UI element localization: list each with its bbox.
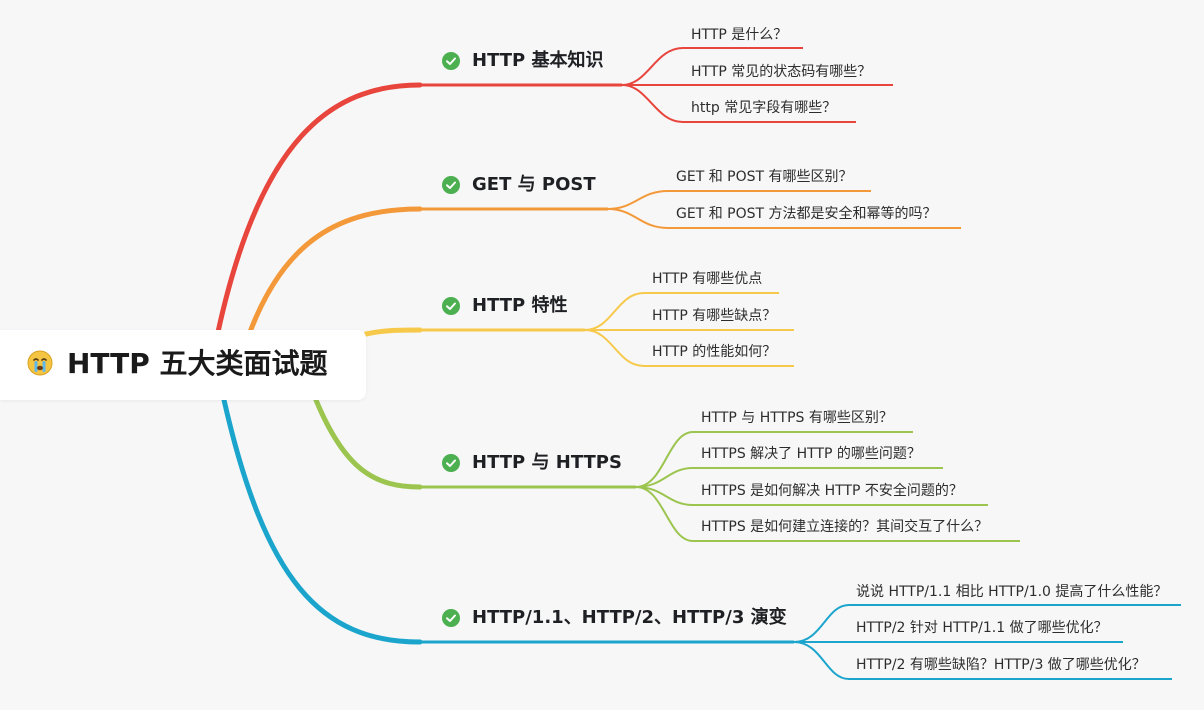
leaf-connector: [635, 486, 1020, 542]
leaf-item[interactable]: HTTP/2 针对 HTTP/1.1 做了哪些优化？: [856, 620, 1108, 636]
leaf-item[interactable]: HTTP 是什么？: [691, 27, 788, 43]
leaf-item[interactable]: http 常见字段有哪些？: [691, 100, 837, 116]
topic-http-evolution[interactable]: HTTP/1.1、HTTP/2、HTTP/3 演变: [472, 607, 787, 628]
leaf-item[interactable]: HTTP 有哪些缺点？: [652, 308, 777, 324]
leaf-connector: [584, 292, 779, 331]
leaf-connector: [584, 329, 794, 367]
check-circle-icon: [442, 609, 460, 627]
leaf-item[interactable]: HTTP 与 HTTPS 有哪些区别？: [701, 410, 893, 426]
leaf-item[interactable]: 说说 HTTP/1.1 相比 HTTP/1.0 提高了什么性能？: [856, 584, 1168, 600]
leaf-item[interactable]: HTTPS 是如何建立连接的？其间交互了什么？: [701, 519, 989, 535]
leaf-connector: [621, 84, 856, 123]
leaf-connector: [793, 604, 1181, 643]
leaf-item[interactable]: HTTPS 是如何解决 HTTP 不安全问题的？: [701, 483, 963, 499]
leaf-item[interactable]: HTTP 常见的状态码有哪些？: [691, 64, 872, 80]
leaf-item[interactable]: HTTP/2 有哪些缺陷？HTTP/3 做了哪些优化？: [856, 657, 1146, 673]
topic-http-features[interactable]: HTTP 特性: [472, 295, 568, 316]
check-circle-icon: [442, 454, 460, 472]
check-circle-icon: [442, 52, 460, 70]
root-node[interactable]: [0, 330, 366, 400]
branch-curve-2: [363, 327, 423, 337]
crying-face-icon: [27, 350, 53, 376]
leaf-item[interactable]: GET 和 POST 有哪些区别？: [676, 169, 853, 185]
topic-get-post[interactable]: GET 与 POST: [472, 174, 596, 195]
leaf-item[interactable]: HTTP 有哪些优点: [652, 271, 763, 287]
root-title: HTTP 五大类面试题: [67, 347, 328, 380]
branch-curve-4: [221, 397, 423, 645]
leaf-connector: [607, 208, 961, 229]
leaf-item[interactable]: HTTP 的性能如何？: [652, 344, 777, 360]
topic-http-basics[interactable]: HTTP 基本知识: [472, 50, 604, 71]
branch-curve-0: [215, 82, 423, 335]
branch-curve-3: [313, 397, 423, 490]
branch-curve-1: [247, 206, 423, 335]
leaf-connector: [635, 431, 913, 488]
leaf-connector: [635, 486, 988, 506]
leaf-connector: [607, 190, 871, 210]
topic-http-vs-https[interactable]: HTTP 与 HTTPS: [472, 452, 622, 473]
leaf-connector: [621, 47, 803, 86]
check-circle-icon: [442, 297, 460, 315]
check-circle-icon: [442, 176, 460, 194]
leaf-connector: [793, 641, 1172, 680]
leaf-item[interactable]: GET 和 POST 方法都是安全和幂等的吗？: [676, 206, 937, 222]
leaf-connector: [635, 467, 943, 488]
leaf-item[interactable]: HTTPS 解决了 HTTP 的哪些问题？: [701, 446, 921, 462]
